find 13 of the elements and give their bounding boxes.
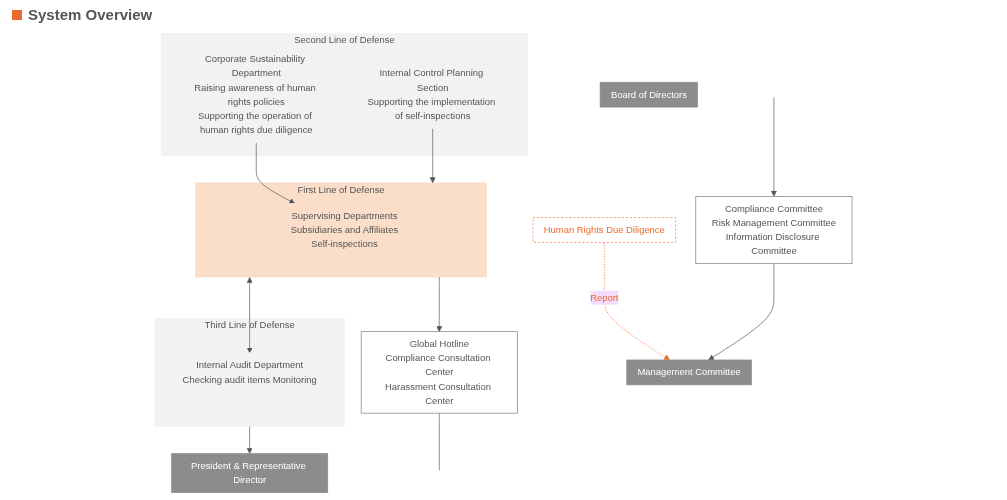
node-text: Internal Audit Department Checking audit items Monitoring xyxy=(182,359,317,385)
diagram-title: System Overview xyxy=(12,6,153,23)
connector xyxy=(438,412,440,471)
node-text: Supervising Departments Subsidiaries and Affiliates Self-inspections xyxy=(290,210,399,250)
node-box: Management Committee xyxy=(626,359,752,386)
node-box: Human Rights Due Diligence xyxy=(532,217,676,243)
node-text: Internal Control Planning Section Supporting the implementation of self-inspections xyxy=(367,67,496,121)
node-box: Compliance Committee Risk Management Committee Information Disclosure Committee xyxy=(695,196,853,264)
node-text: Corporate Sustainability Department Raising awareness of human rights policies Supporting the operation of human rights due diligence xyxy=(194,53,316,136)
edge-label: Report xyxy=(590,291,619,303)
node-box: Board of Directors xyxy=(599,81,698,108)
node-box: President & Representative Director xyxy=(171,453,329,493)
node-box: Global Hotline Compliance Consultation Center Harassment Consultation Center xyxy=(360,331,518,414)
